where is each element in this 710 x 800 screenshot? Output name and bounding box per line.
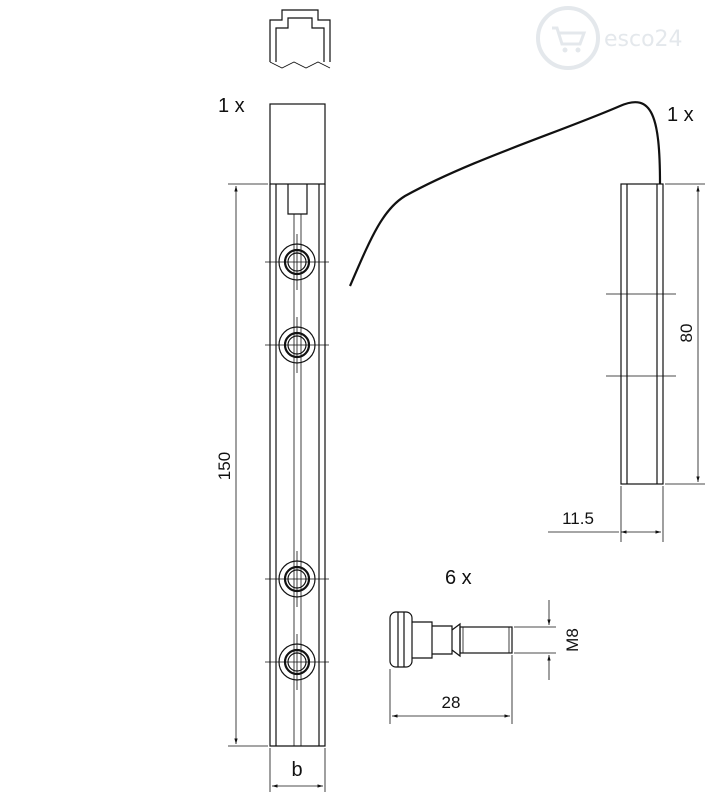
connector-length-dimension [228, 183, 268, 747]
bolt [389, 611, 513, 668]
bolt-thread-label: M8 [563, 628, 582, 652]
spring-bar-length-label: 80 [677, 324, 696, 343]
connector-rail [269, 103, 326, 747]
connector-width-label: b [291, 759, 302, 781]
bolt-hole-3 [265, 551, 329, 607]
bolt-hole-4 [265, 634, 329, 690]
spring-bar-quantity: 1 x [667, 104, 694, 126]
connector-width-dimension [269, 748, 326, 792]
bolt-hole-1 [265, 234, 329, 290]
spring-bar [606, 183, 676, 485]
watermark-logo-icon [536, 6, 600, 70]
bolt-length-label: 28 [442, 693, 461, 712]
bolt-hole-2 [265, 317, 329, 373]
spring-bar-width-label: 11.5 [562, 509, 594, 528]
connector-length-label: 150 [215, 452, 234, 480]
shopping-cart-icon [552, 26, 587, 46]
watermark-brand: esco24 [604, 27, 683, 52]
bolt-length-dimension [389, 655, 513, 724]
spring-bar-width-dimension [548, 486, 664, 542]
spring-bar-length-dimension [665, 183, 705, 485]
assembly-leader-curve [348, 101, 662, 287]
bolt-quantity: 6 x [445, 567, 472, 589]
bolt-thread-dimension [514, 600, 556, 680]
watermark: esco24 [536, 6, 683, 70]
profile-section [269, 9, 331, 69]
connector-quantity: 1 x [218, 95, 245, 117]
